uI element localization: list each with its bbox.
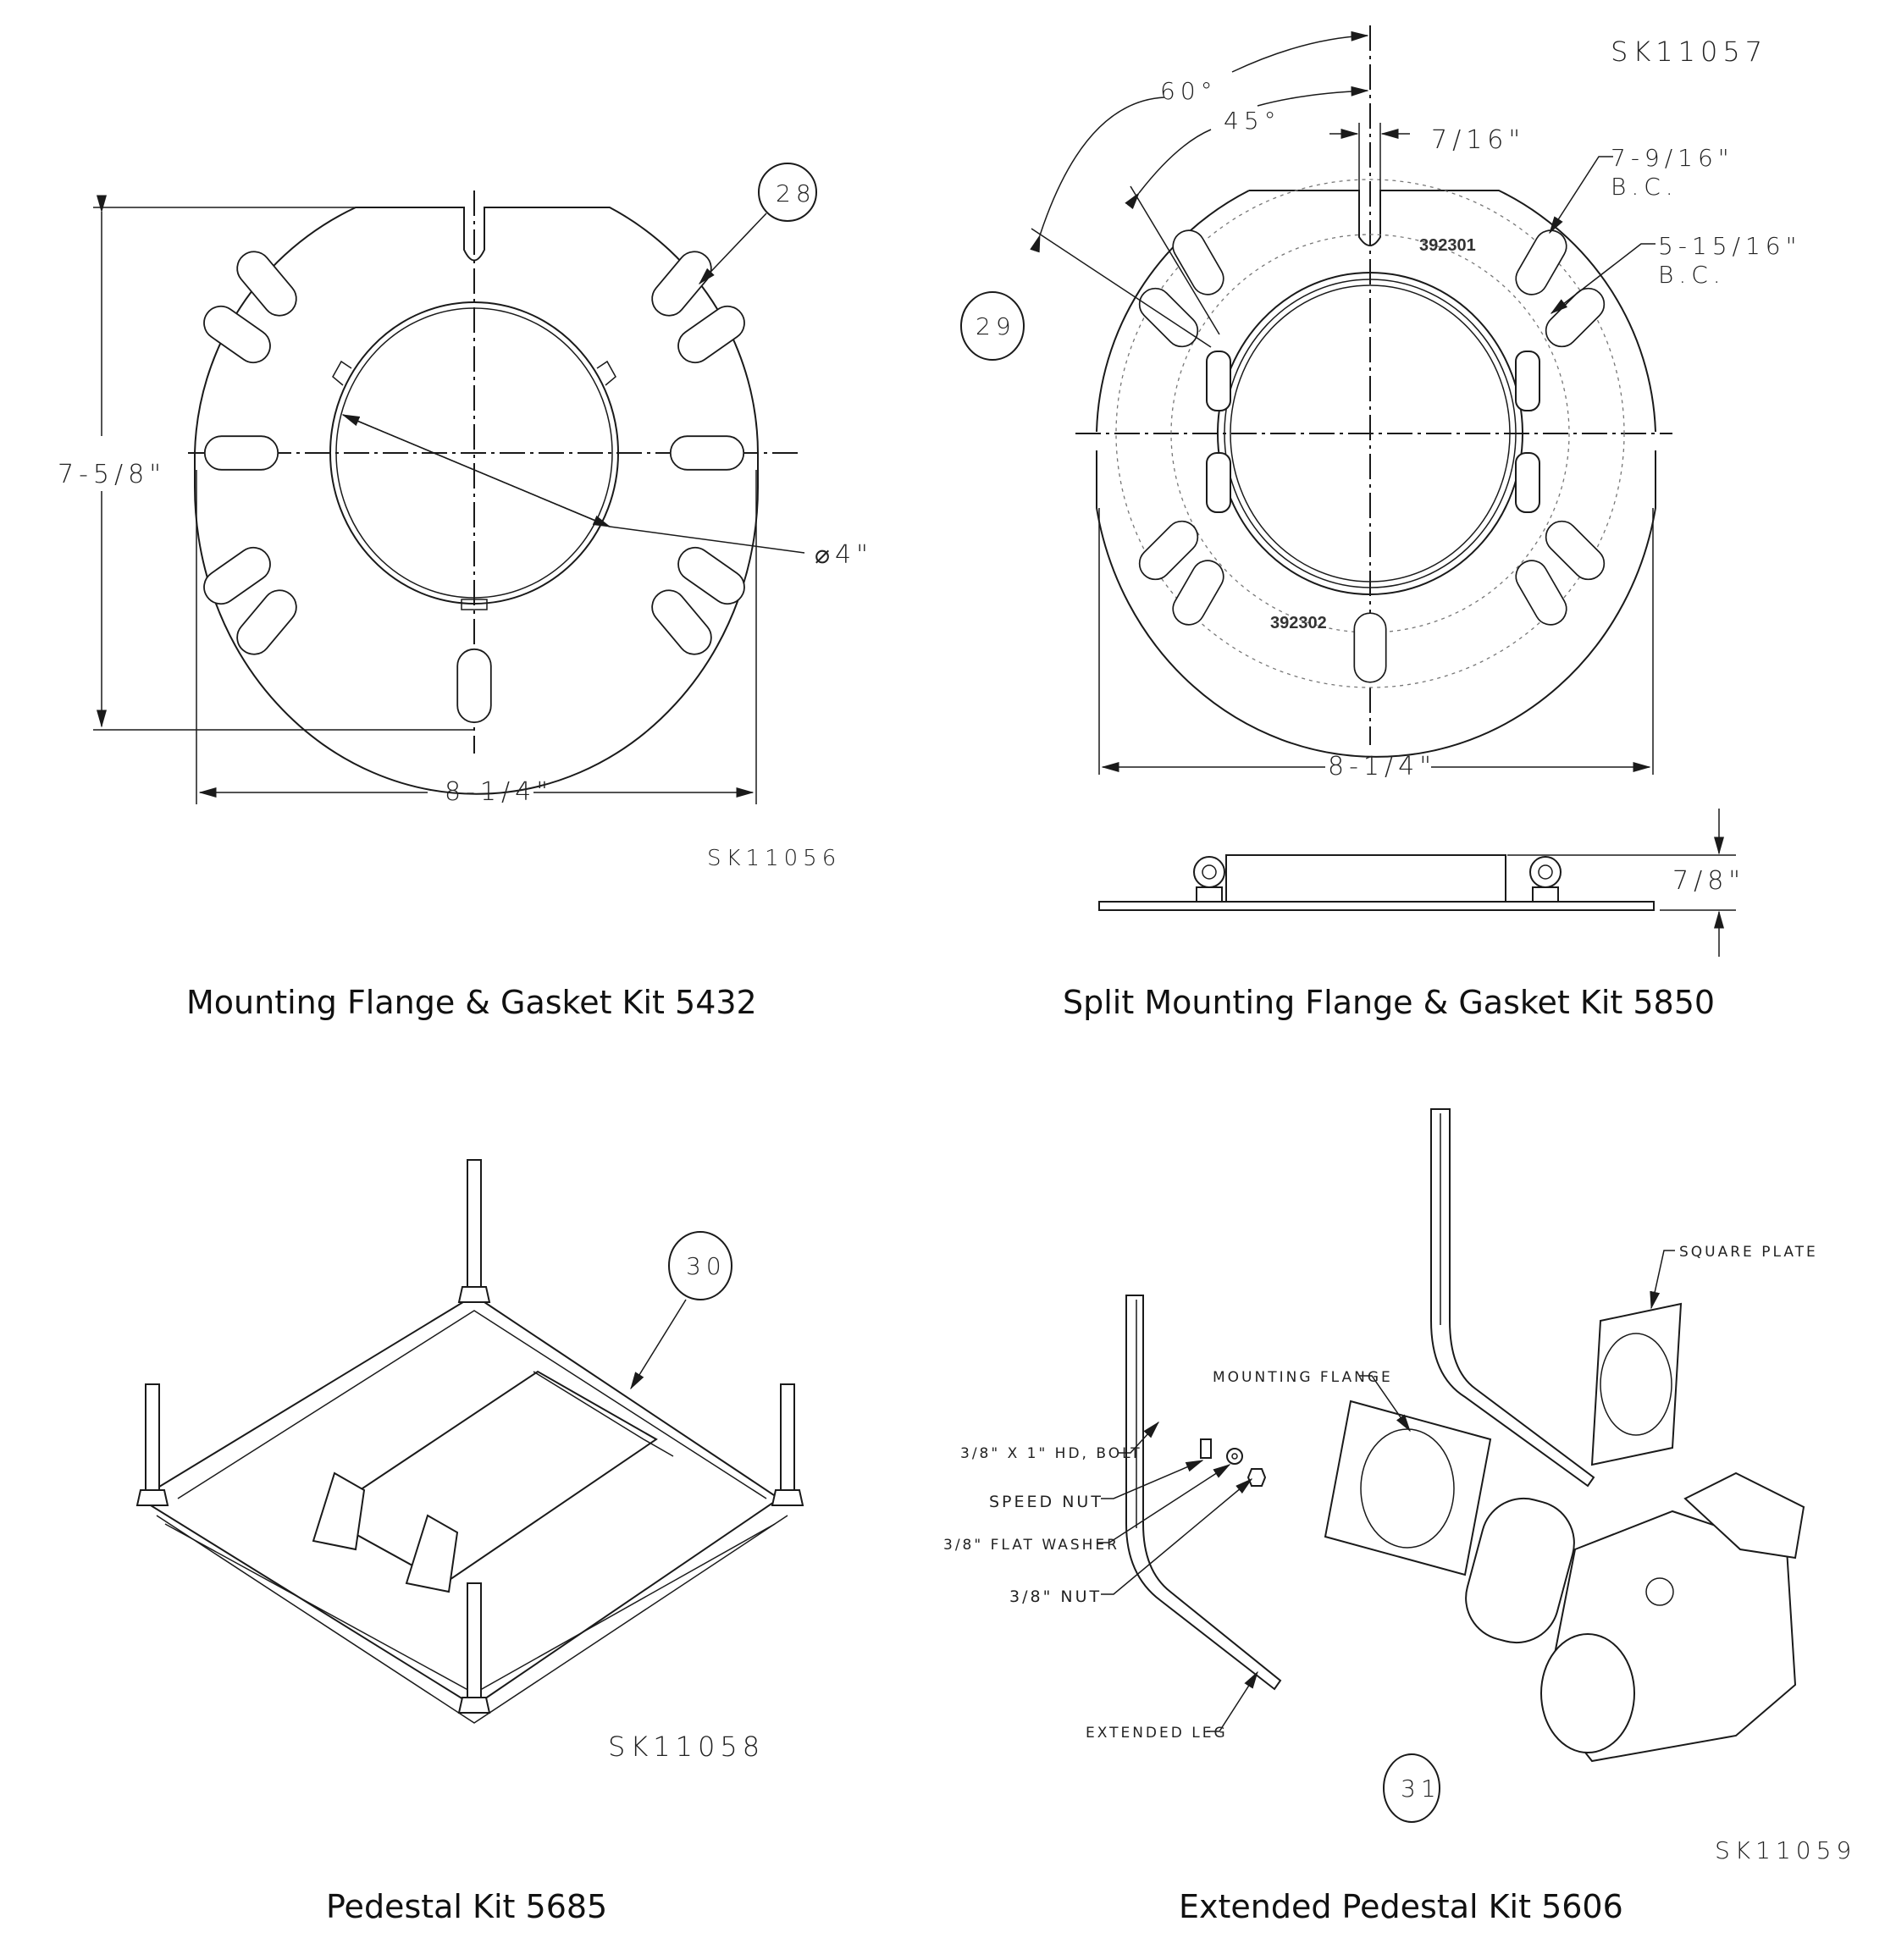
callout-31	[1383, 1753, 1440, 1823]
panel-split-flange-5850	[960, 25, 1736, 957]
split-flange-ears	[1206, 351, 1540, 513]
diameter-dimension	[341, 414, 805, 554]
caption-extended-pedestal-5606: Extended Pedestal Kit 5606	[1179, 1888, 1623, 1925]
sketch-id-5685: SK11058	[608, 1731, 765, 1763]
dim-angle-60: 60°	[1160, 77, 1218, 105]
dim-bolt-circle-outer: 7-9/16"	[1611, 144, 1734, 172]
burner-motor-assembly	[1465, 1471, 1805, 1763]
label-nut: 3/8" NUT	[1009, 1587, 1102, 1606]
width-dimension	[1098, 508, 1654, 775]
dim-bolt-circle-inner-suffix: B.C.	[1658, 261, 1726, 289]
label-mounting-flange: MOUNTING FLANGE	[1213, 1369, 1393, 1386]
part-number-392301: 392301	[1419, 236, 1476, 255]
dim-bolt-circle-outer-suffix: B.C.	[1611, 173, 1678, 201]
part-number-392302: 392302	[1270, 614, 1327, 632]
callout-28	[698, 163, 817, 285]
dim-angle-45: 45°	[1224, 107, 1281, 135]
square-plate-part	[1590, 1302, 1683, 1466]
sketch-id-5432: SK11056	[707, 846, 841, 871]
flange-plate	[188, 190, 800, 795]
panel-pedestal-5685	[135, 1159, 804, 1724]
label-speed-nut: SPEED NUT	[989, 1493, 1103, 1511]
caption-split-flange-5850: Split Mounting Flange & Gasket Kit 5850	[1063, 984, 1716, 1021]
caption-pedestal-5685: Pedestal Kit 5685	[326, 1888, 608, 1925]
pedestal-frame	[138, 1294, 788, 1724]
label-bolt: 3/8" X 1" HD, BOLT	[960, 1445, 1142, 1462]
callout-31-label: 31	[1401, 1775, 1441, 1803]
bolt-circle-leaders	[1549, 156, 1656, 314]
dim-width-5850: 8-1/4"	[1328, 752, 1436, 781]
dim-thickness-5850: 7/8"	[1672, 866, 1745, 896]
mounting-flange-part	[1324, 1400, 1492, 1576]
width-dimension	[196, 470, 757, 804]
split-flange-plate	[1075, 25, 1672, 758]
sketch-id-5606: SK11059	[1715, 1836, 1856, 1864]
hardware	[1200, 1438, 1267, 1487]
label-flat-washer: 3/8" FLAT WASHER	[943, 1537, 1119, 1554]
dim-slot-width: 7/16"	[1431, 125, 1525, 155]
pedestal-studs	[135, 1159, 804, 1714]
slot-width-dimension	[1329, 123, 1410, 190]
height-dimension	[93, 195, 474, 731]
leader-lines	[1097, 1250, 1675, 1732]
callout-29	[960, 291, 1025, 361]
label-extended-leg: EXTENDED LEG	[1086, 1725, 1228, 1742]
callout-30	[630, 1231, 732, 1390]
extended-leg-left	[1125, 1295, 1282, 1691]
mounting-slots	[1132, 224, 1611, 683]
sketch-id-5850: SK11057	[1611, 36, 1767, 68]
extended-leg-right	[1430, 1108, 1595, 1488]
callout-28-label: 28	[776, 179, 816, 207]
dim-bolt-circle-inner: 5-15/16"	[1658, 232, 1802, 260]
panel-mounting-flange-5432	[93, 163, 817, 804]
caption-mounting-flange-5432: Mounting Flange & Gasket Kit 5432	[186, 984, 757, 1021]
dim-width-5432: 8-1/4"	[445, 777, 553, 807]
callout-30-label: 30	[686, 1252, 727, 1280]
split-flange-side-view	[1098, 809, 1736, 957]
panel-extended-pedestal-5606	[1097, 1108, 1805, 1823]
label-square-plate: SQUARE PLATE	[1679, 1244, 1818, 1261]
dim-height-5432: 7-5/8"	[58, 460, 166, 489]
angle-dimensions	[1030, 30, 1369, 348]
callout-29-label: 29	[976, 312, 1016, 340]
dim-diameter-5432: ⌀4"	[815, 540, 873, 570]
